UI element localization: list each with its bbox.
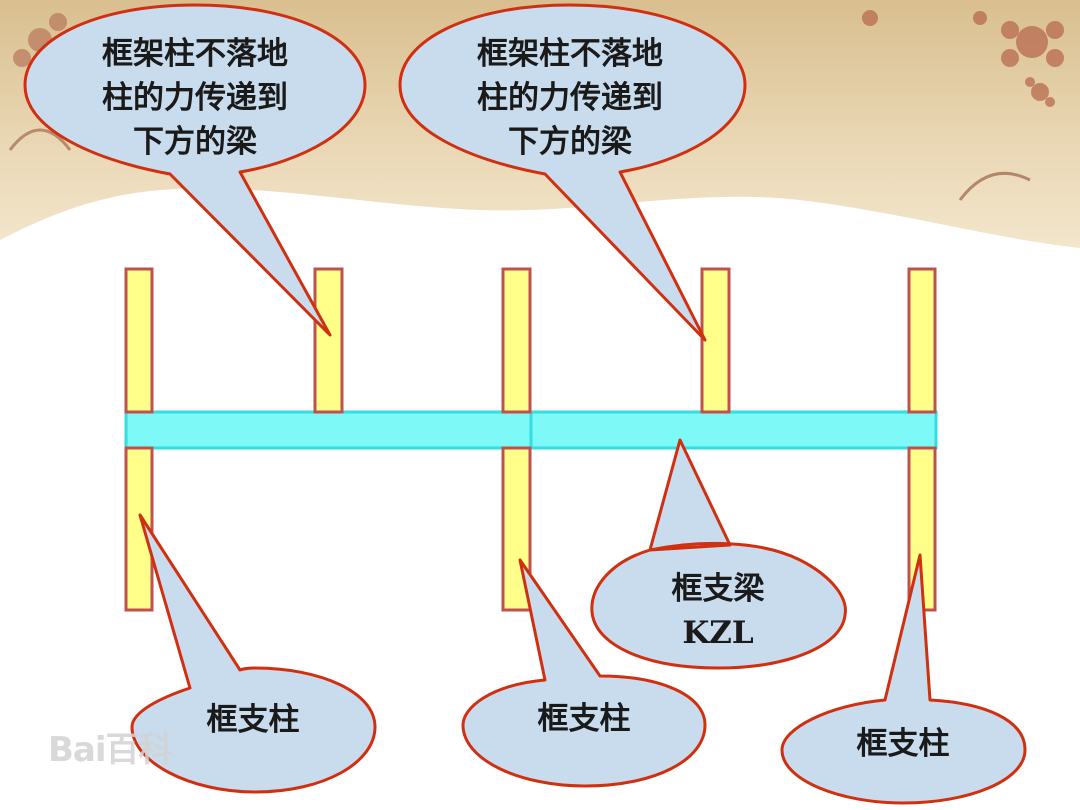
callout-line: 下方的梁 <box>133 124 257 160</box>
watermark-logo: Bai百科 <box>48 730 173 770</box>
callout-bubble-top-right <box>398 3 747 342</box>
callout-text-beam: 框支梁 KZL <box>618 567 818 655</box>
callout-line: 框支柱 <box>856 726 950 762</box>
upper-column-3 <box>501 267 532 414</box>
callout-line: 柱的力传递到 <box>477 80 663 116</box>
beam-segment-left <box>124 410 533 450</box>
callout-bubble-col-mid <box>461 558 707 788</box>
callout-text-top-right: 框架柱不落地 柱的力传递到 下方的梁 <box>420 32 720 164</box>
callout-line: 框支柱 <box>537 701 631 737</box>
callout-line: 框架柱不落地 <box>102 36 288 72</box>
upper-column-5 <box>907 267 937 414</box>
callout-text-top-left: 框架柱不落地 柱的力传递到 下方的梁 <box>45 32 345 164</box>
callout-line: 下方的梁 <box>508 124 632 160</box>
flower-decoration-right <box>862 10 1064 201</box>
upper-column-1 <box>124 267 154 414</box>
callout-line: KZL <box>682 615 754 651</box>
callout-bubble-top-left <box>23 3 367 337</box>
beam-segment-right <box>529 410 938 450</box>
callout-line: 框支柱 <box>206 702 300 738</box>
callout-line: 柱的力传递到 <box>102 80 288 116</box>
upper-column-2 <box>313 267 344 414</box>
callout-bubble-beam <box>590 438 847 670</box>
callout-line: 框支梁 <box>671 571 765 607</box>
callout-line: 框架柱不落地 <box>477 36 663 72</box>
callout-text-col-right: 框支柱 <box>803 722 1003 766</box>
callout-text-col-left: 框支柱 <box>153 698 353 742</box>
upper-column-4 <box>700 267 731 414</box>
callout-text-col-mid: 框支柱 <box>484 697 684 741</box>
callout-bubble-col-right <box>780 553 1027 805</box>
callout-bubble-col-left <box>130 513 377 794</box>
